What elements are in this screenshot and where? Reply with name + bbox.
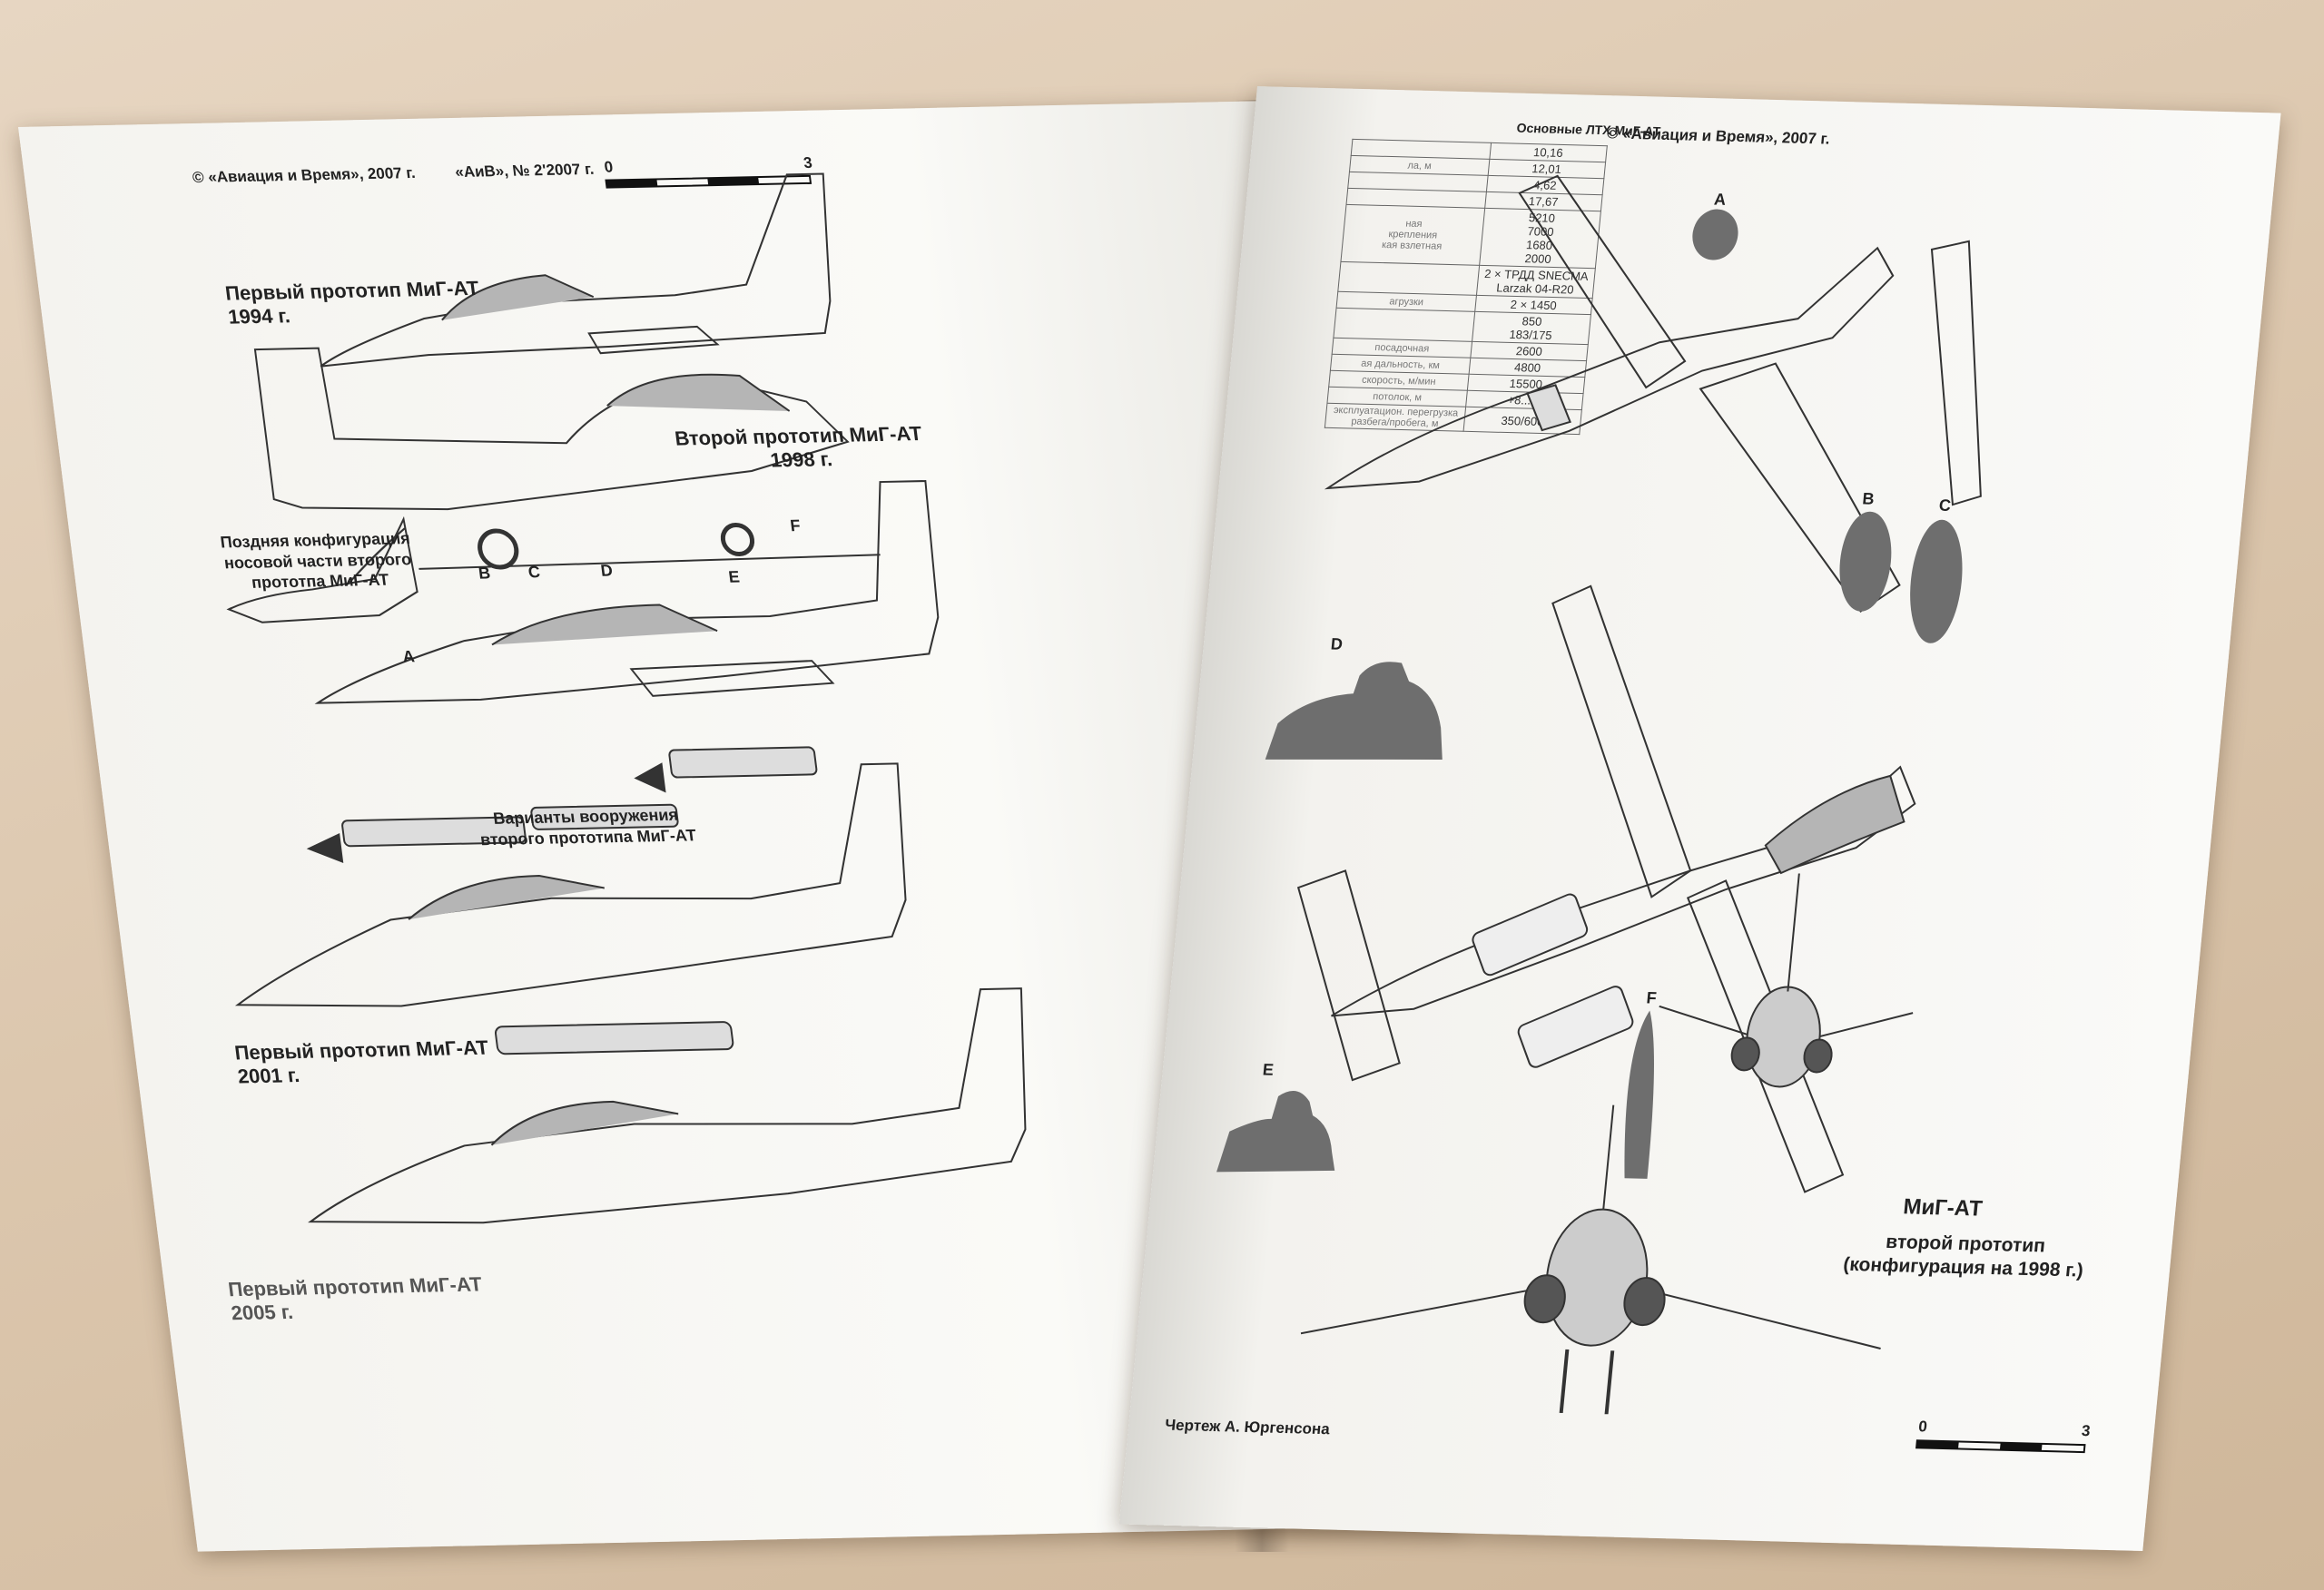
caption-profile-1994: Первый прототип МиГ-АТ 1994 г. xyxy=(223,276,481,329)
right-section-label-e: E xyxy=(1261,1060,1275,1079)
left-scale-bar xyxy=(605,174,812,189)
right-drawings xyxy=(1216,174,2086,1454)
section-silhouettes xyxy=(1216,209,1963,1179)
front-view-small xyxy=(1659,873,1914,1088)
left-drawings xyxy=(226,172,1027,1224)
profile-1994 xyxy=(320,172,832,368)
profile-2005 xyxy=(308,987,1027,1224)
caption-profile-1998: Второй прототип МиГ-АТ 1998 г. xyxy=(673,421,923,472)
section-label-c: C xyxy=(527,563,542,582)
front-view-large xyxy=(1300,1104,1881,1415)
section-b-silhouette xyxy=(1839,511,1892,612)
caption-weapons: Варианты вооружения второго прототипа Ми… xyxy=(478,805,698,849)
caption-profile-2001: Первый прототип МиГ-АТ 2001 г. xyxy=(233,1035,490,1088)
right-page: Основные ЛТХ МиГ-АТ © «Авиация и Время»,… xyxy=(1118,86,2281,1552)
right-section-label-b: B xyxy=(1861,489,1876,508)
right-scale-start: 0 xyxy=(1917,1418,1928,1436)
right-section-label-a: A xyxy=(1713,190,1728,209)
section-f-silhouette xyxy=(1624,1010,1654,1179)
right-scale-end: 3 xyxy=(2081,1421,2092,1440)
profile-sections xyxy=(314,479,940,704)
profile-1998 xyxy=(253,347,881,570)
plan-view-top xyxy=(1324,174,1982,613)
right-caption-title: МиГ-АТ xyxy=(1902,1194,1984,1222)
weapons-variants xyxy=(306,746,818,863)
right-section-label-d: D xyxy=(1330,634,1344,653)
caption-nose-config: Поздняя конфигурация носовой части второ… xyxy=(219,529,413,592)
plan-view-bottom xyxy=(1296,584,1916,1193)
right-section-label-c: C xyxy=(1937,496,1952,515)
profile-2001 xyxy=(234,762,907,1055)
section-e-silhouette xyxy=(1216,1091,1335,1173)
section-c-silhouette xyxy=(1910,519,1963,643)
section-d-silhouette xyxy=(1265,662,1443,760)
right-scale-bar xyxy=(1915,1439,2086,1454)
right-caption-subtitle: второй прототип (конфигурация на 1998 г.… xyxy=(1842,1231,2084,1281)
section-a-silhouette xyxy=(1692,209,1738,260)
left-page: © «Авиация и Время», 2007 г. «АиВ», № 2'… xyxy=(18,100,1462,1552)
right-section-label-f: F xyxy=(1645,988,1658,1007)
caption-profile-2005: Первый прототип МиГ-АТ 2005 г. xyxy=(226,1272,484,1325)
section-label-d: D xyxy=(599,561,614,580)
section-label-a: A xyxy=(401,647,416,666)
section-label-b: B xyxy=(477,564,492,583)
